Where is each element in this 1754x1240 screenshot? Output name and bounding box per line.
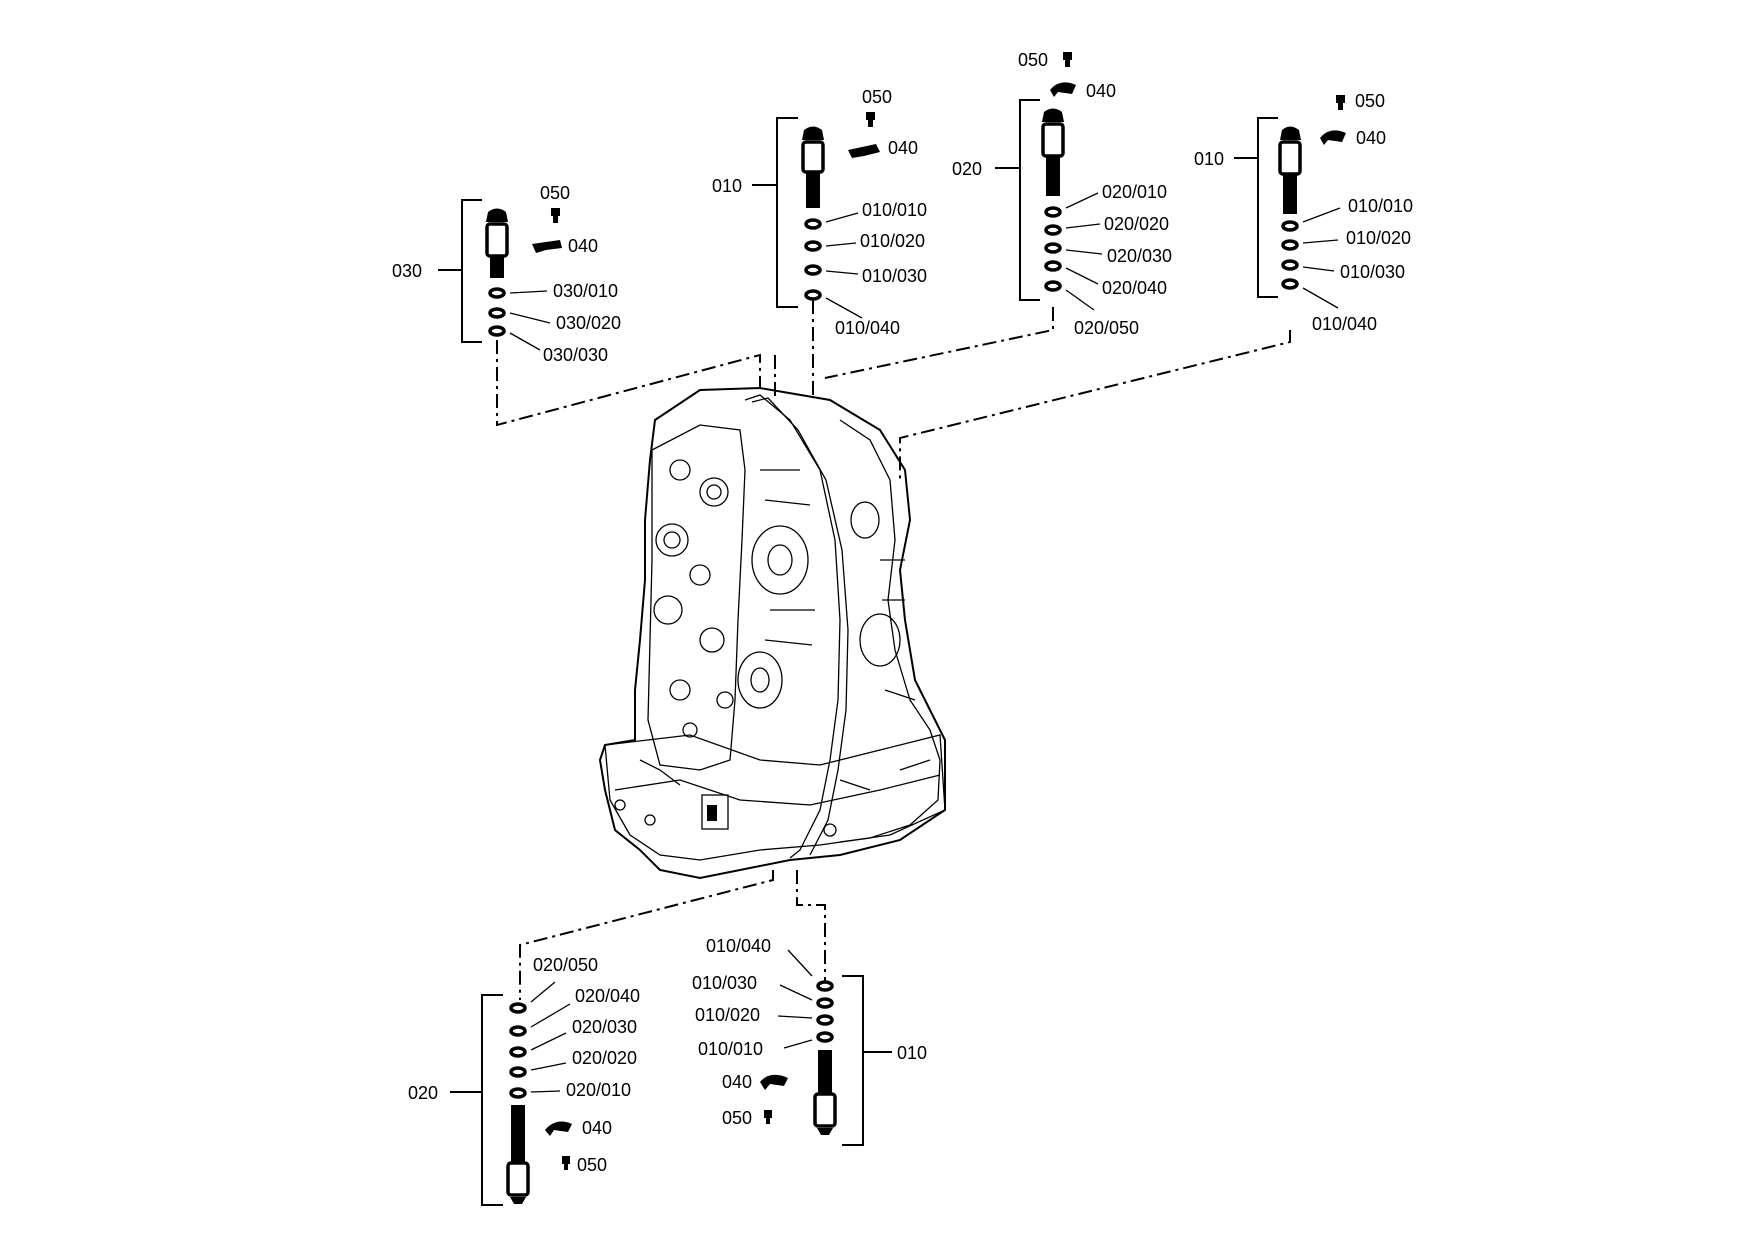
callout-050: 050 <box>540 183 570 203</box>
callout-020-020: 020/020 <box>572 1048 637 1068</box>
solenoid-valve <box>1278 126 1302 214</box>
o-ring <box>488 287 506 299</box>
o-ring <box>509 1002 527 1014</box>
o-ring <box>1044 242 1062 254</box>
o-ring <box>1281 220 1299 232</box>
callout-040: 040 <box>582 1118 612 1138</box>
o-ring <box>1281 278 1299 290</box>
assembly-top-left: 030 050 040 030/010 030/020 030/030 <box>392 183 621 365</box>
callout-040: 040 <box>888 138 918 158</box>
o-ring <box>509 1087 527 1099</box>
callout-040: 040 <box>1356 128 1386 148</box>
clamp-icon <box>848 144 880 158</box>
o-ring <box>509 1066 527 1078</box>
o-ring <box>1044 206 1062 218</box>
callout-040: 040 <box>722 1072 752 1092</box>
o-ring <box>1281 259 1299 271</box>
callout-020-040: 020/040 <box>1102 278 1167 298</box>
callout-020-030: 020/030 <box>572 1017 637 1037</box>
group-label: 020 <box>952 159 982 179</box>
solenoid-valve <box>485 208 509 278</box>
o-ring <box>1044 260 1062 272</box>
callout-050: 050 <box>1018 50 1048 70</box>
callout-050: 050 <box>862 87 892 107</box>
assembly-top-mid-right: 020 050 040 020/010 020/020 020/030 020/… <box>952 50 1172 338</box>
solenoid-valve <box>1041 108 1065 196</box>
callout-010-010: 010/010 <box>698 1039 763 1059</box>
o-ring <box>804 218 822 230</box>
callout-010-040: 010/040 <box>1312 314 1377 334</box>
connection-lines <box>496 300 1291 1000</box>
callout-030-020: 030/020 <box>556 313 621 333</box>
callout-050: 050 <box>1355 91 1385 111</box>
callout-010-010: 010/010 <box>1348 196 1413 216</box>
group-label: 030 <box>392 261 422 281</box>
group-label: 010 <box>897 1043 927 1063</box>
bolt-icon <box>562 1156 570 1170</box>
callout-050: 050 <box>722 1108 752 1128</box>
callout-030-010: 030/010 <box>553 281 618 301</box>
o-ring <box>488 307 506 319</box>
callout-020-040: 020/040 <box>575 986 640 1006</box>
o-ring <box>509 1025 527 1037</box>
transmission-housing <box>598 386 946 880</box>
group-label: 010 <box>712 176 742 196</box>
clamp-icon <box>1320 130 1346 145</box>
o-ring <box>1044 280 1062 292</box>
callout-040: 040 <box>1086 81 1116 101</box>
o-ring <box>509 1046 527 1058</box>
group-label: 020 <box>408 1083 438 1103</box>
callout-040: 040 <box>568 236 598 256</box>
o-ring <box>816 1014 834 1026</box>
assembly-bottom-left: 020 020/050 020/040 020/030 020/020 020/… <box>408 955 640 1206</box>
callout-020-050: 020/050 <box>1074 318 1139 338</box>
o-ring <box>804 264 822 276</box>
solenoid-valve <box>801 126 825 208</box>
callout-030-030: 030/030 <box>543 345 608 365</box>
assembly-top-right: 010 050 040 010/010 010/020 010/030 010/… <box>1194 91 1413 334</box>
o-ring <box>1281 239 1299 251</box>
bolt-icon <box>866 112 875 127</box>
group-label: 010 <box>1194 149 1224 169</box>
o-ring <box>1044 224 1062 236</box>
o-ring <box>488 325 506 337</box>
callout-010-020: 010/020 <box>860 231 925 251</box>
solenoid-valve <box>506 1105 530 1204</box>
solenoid-valve <box>813 1050 837 1135</box>
o-ring <box>804 240 822 252</box>
bolt-icon <box>1063 52 1072 67</box>
callout-020-050: 020/050 <box>533 955 598 975</box>
o-ring <box>804 289 822 301</box>
callout-010-030: 010/030 <box>692 973 757 993</box>
callout-010-010: 010/010 <box>862 200 927 220</box>
callout-010-030: 010/030 <box>862 266 927 286</box>
assembly-top-mid-left: 010 050 040 010/010 010/020 010/030 010/… <box>712 87 927 338</box>
callout-020-030: 020/030 <box>1107 246 1172 266</box>
callout-010-020: 010/020 <box>1346 228 1411 248</box>
bolt-icon <box>1336 95 1345 110</box>
bolt-icon <box>551 208 560 223</box>
callout-020-010: 020/010 <box>1102 182 1167 202</box>
clamp-icon <box>1050 82 1076 97</box>
callout-050: 050 <box>577 1155 607 1175</box>
clamp-icon <box>532 240 562 253</box>
o-ring <box>816 980 834 992</box>
clamp-icon <box>545 1121 572 1136</box>
callout-010-040: 010/040 <box>706 936 771 956</box>
assembly-bottom-right: 010 010/040 010/030 010/020 010/010 040 … <box>692 936 927 1146</box>
callout-010-040: 010/040 <box>835 318 900 338</box>
clamp-icon <box>760 1074 788 1090</box>
callout-020-020: 020/020 <box>1104 214 1169 234</box>
bolt-icon <box>764 1110 772 1124</box>
callout-020-010: 020/010 <box>566 1080 631 1100</box>
callout-010-030: 010/030 <box>1340 262 1405 282</box>
o-ring <box>816 1031 834 1043</box>
o-ring <box>816 997 834 1009</box>
callout-010-020: 010/020 <box>695 1005 760 1025</box>
